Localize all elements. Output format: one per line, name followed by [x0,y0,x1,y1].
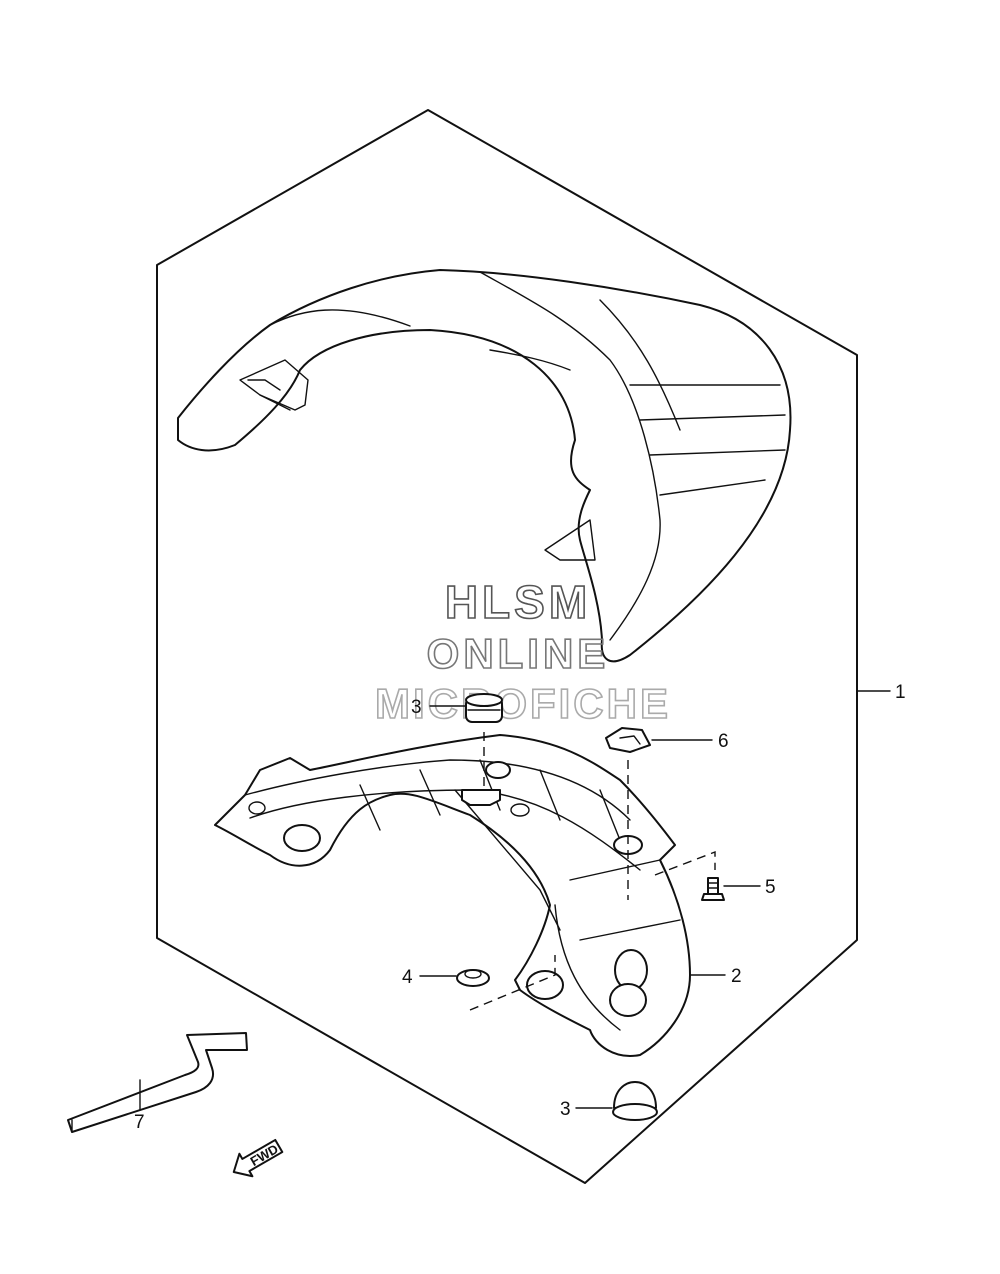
callout-part4: 4 [402,967,413,988]
part3-bottom-cushion [612,1081,658,1121]
callout-part3-top: 3 [411,697,422,718]
watermark-line3: MICROFICHE [375,680,671,727]
part4-grommet [456,969,490,987]
callout-part6: 6 [718,731,729,752]
part6-clip [605,727,651,753]
watermark-line2: ONLINE [427,630,610,677]
callout-part5: 5 [765,877,776,898]
callout-part2: 2 [731,966,742,987]
part7-hex-key [67,1032,248,1133]
callout-part3-bottom: 3 [560,1099,571,1120]
seat-cowl [177,269,792,663]
callout-part7: 7 [134,1112,145,1133]
part5-bolt [701,877,725,901]
seat-bracket [214,734,691,1057]
watermark-line1: HLSM [445,576,591,628]
part3-top-cushion [465,693,503,723]
forward-arrow-icon: FWD [232,1138,284,1178]
callout-part1: 1 [895,682,906,703]
assembly-boundary [156,109,858,1184]
